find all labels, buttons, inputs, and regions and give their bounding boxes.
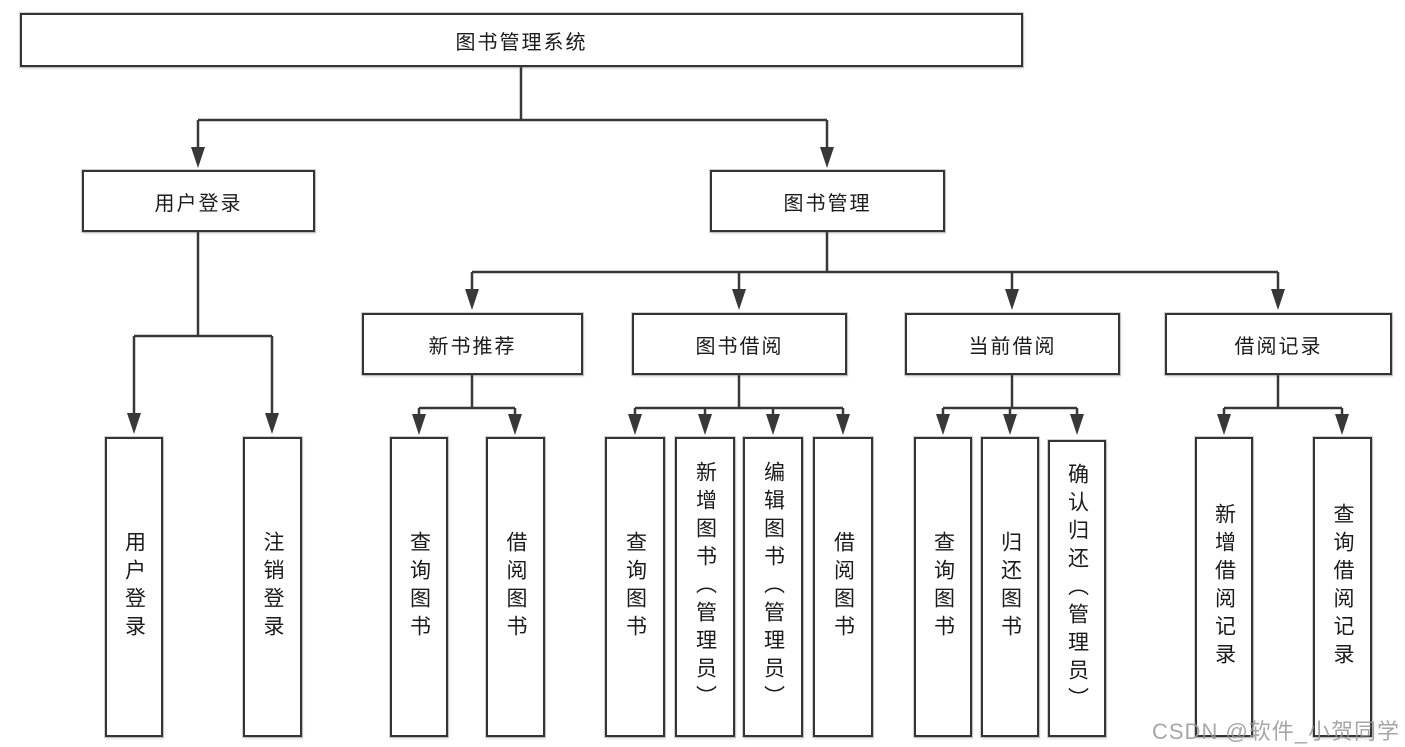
node-label: 归还图书 xyxy=(998,531,1022,643)
node-label: 图书借阅 xyxy=(695,335,784,358)
node-book-management-module: 图书管理 xyxy=(710,170,945,232)
node-label: 查询图书 xyxy=(623,531,647,643)
node-current-borrowing: 当前借阅 xyxy=(905,313,1120,375)
node-leaf-confirm-return-admin: 确认归还（管理员） xyxy=(1048,440,1106,737)
node-new-book-recommend: 新书推荐 xyxy=(362,313,583,375)
node-leaf-query-borrow-record: 查询借阅记录 xyxy=(1313,437,1372,737)
node-label: 新增借阅记录 xyxy=(1212,503,1236,671)
node-label: 新书推荐 xyxy=(428,335,517,358)
node-borrowing-records: 借阅记录 xyxy=(1165,313,1392,375)
node-leaf-return-books: 归还图书 xyxy=(981,437,1039,737)
node-book-borrowing: 图书借阅 xyxy=(632,313,847,375)
node-leaf-borrow-books-1: 借阅图书 xyxy=(486,437,545,737)
node-label: 查询图书 xyxy=(407,531,431,643)
node-label: 用户登录 xyxy=(122,531,146,643)
node-label: 编辑图书（管理员） xyxy=(761,461,785,713)
node-root-label: 图书管理系统 xyxy=(455,31,588,54)
node-user-login-module: 用户登录 xyxy=(82,170,315,232)
node-label: 查询借阅记录 xyxy=(1331,503,1354,671)
node-label: 查询图书 xyxy=(931,531,955,643)
node-label: 当前借阅 xyxy=(968,335,1057,358)
node-label: 新增图书（管理员） xyxy=(693,461,717,713)
node-label: 借阅图书 xyxy=(831,531,855,643)
node-root-system: 图书管理系统 xyxy=(20,13,1023,67)
node-leaf-user-login: 用户登录 xyxy=(105,437,163,737)
node-label: 确认归还（管理员） xyxy=(1065,462,1089,715)
node-leaf-query-books-1: 查询图书 xyxy=(390,437,448,737)
node-leaf-edit-books-admin: 编辑图书（管理员） xyxy=(743,437,803,737)
node-leaf-query-books-3: 查询图书 xyxy=(914,437,972,737)
node-label: 图书管理 xyxy=(783,192,872,215)
node-leaf-add-books-admin: 新增图书（管理员） xyxy=(675,437,735,737)
node-label: 借阅记录 xyxy=(1234,335,1323,358)
node-label: 借阅图书 xyxy=(504,531,527,643)
arrow-down-icons xyxy=(127,147,1349,435)
node-label: 用户登录 xyxy=(154,192,243,215)
csdn-watermark: CSDN @软件_小贺同学 xyxy=(1152,719,1401,744)
node-leaf-borrow-books-2: 借阅图书 xyxy=(813,437,873,737)
node-leaf-logout: 注销登录 xyxy=(243,437,302,737)
node-leaf-query-books-2: 查询图书 xyxy=(605,437,665,737)
node-label: 注销登录 xyxy=(261,531,284,643)
node-leaf-add-borrow-record: 新增借阅记录 xyxy=(1195,437,1253,737)
